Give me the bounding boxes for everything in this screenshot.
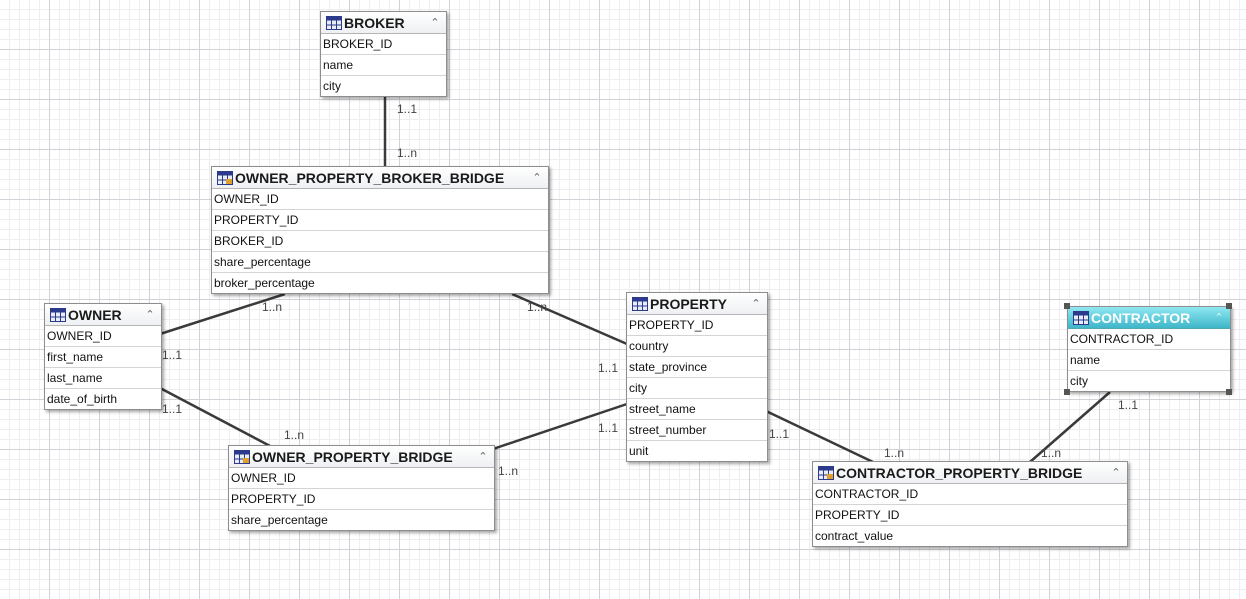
field-row[interactable]: OWNER_ID: [45, 326, 161, 347]
entity-header[interactable]: CONTRACTOR_PROPERTY_BRIDGE ⌃: [813, 462, 1127, 484]
cardinality-opb-property-side: 1..n: [498, 464, 519, 478]
resize-handle-top-left[interactable]: [1064, 303, 1070, 309]
field-row[interactable]: BROKER_ID: [212, 231, 548, 252]
entity-header[interactable]: OWNER_PROPERTY_BROKER_BRIDGE ⌃: [212, 167, 548, 189]
entity-header[interactable]: OWNER_PROPERTY_BRIDGE ⌃: [229, 446, 494, 468]
resize-handle-bottom-left[interactable]: [1064, 389, 1070, 395]
relationship-line-property-opb[interactable]: [486, 402, 628, 453]
field-row[interactable]: CONTRACTOR_ID: [1068, 329, 1230, 350]
field-row[interactable]: last_name: [45, 368, 161, 389]
field-row[interactable]: name: [1068, 350, 1230, 371]
resize-handle-bottom-right[interactable]: [1226, 389, 1232, 395]
entity-header[interactable]: BROKER ⌃: [321, 12, 446, 34]
cardinality-opbb-owner-side: 1..n: [262, 300, 283, 314]
entity-title: CONTRACTOR: [1091, 309, 1191, 326]
cardinality-cpb-contractor-side: 1..n: [1041, 446, 1062, 460]
relationship-line-contractor-cpb[interactable]: [1029, 391, 1111, 463]
table-icon: [632, 296, 648, 311]
entity-title: OWNER_PROPERTY_BRIDGE: [252, 448, 453, 465]
field-row[interactable]: date_of_birth: [47, 392, 118, 406]
relationship-line-owner-opbb[interactable]: [159, 292, 286, 336]
cardinality-opbb-property-side: 1..n: [527, 300, 548, 314]
field-row[interactable]: city: [1070, 374, 1088, 388]
table-icon: [1073, 310, 1089, 325]
cardinality-owner-side-opbb: 1..1: [162, 348, 183, 362]
collapse-icon[interactable]: ⌃: [1214, 312, 1224, 324]
field-row[interactable]: broker_percentage: [214, 276, 315, 290]
entity-title: PROPERTY: [650, 295, 728, 312]
collapse-icon[interactable]: ⌃: [430, 17, 440, 29]
entity-owner[interactable]: OWNER ⌃ OWNER_ID first_name last_name da…: [44, 303, 162, 410]
field-row[interactable]: contract_value: [815, 529, 894, 543]
field-row[interactable]: country: [627, 336, 767, 357]
cardinality-property-side-cpb: 1..1: [769, 427, 790, 441]
field-row[interactable]: BROKER_ID: [321, 34, 446, 55]
collapse-icon[interactable]: ⌃: [145, 309, 155, 321]
field-row[interactable]: PROPERTY_ID: [212, 210, 548, 231]
field-row[interactable]: street_name: [627, 399, 767, 420]
entity-property[interactable]: PROPERTY ⌃ PROPERTY_ID country state_pro…: [626, 292, 768, 462]
relationship-line-property-opbb[interactable]: [511, 292, 628, 346]
entity-title: OWNER_PROPERTY_BROKER_BRIDGE: [235, 169, 505, 186]
field-row[interactable]: PROPERTY_ID: [813, 505, 1127, 526]
field-row[interactable]: unit: [629, 444, 649, 458]
cardinality-property-side-opbb: 1..1: [598, 361, 619, 375]
cardinality-opbb-broker-side: 1..n: [397, 146, 418, 160]
table-icon: [818, 465, 834, 480]
cardinality-contractor-side: 1..1: [1118, 398, 1139, 412]
entity-contractor[interactable]: CONTRACTOR ⌃ CONTRACTOR_ID name city: [1067, 306, 1231, 392]
field-row[interactable]: OWNER_ID: [229, 468, 494, 489]
entity-broker[interactable]: BROKER ⌃ BROKER_ID name city: [320, 11, 447, 97]
entity-header[interactable]: OWNER ⌃: [45, 304, 161, 326]
field-row[interactable]: share_percentage: [231, 513, 328, 527]
table-icon: [50, 307, 66, 322]
relationship-line-property-cpb[interactable]: [765, 409, 874, 464]
cardinality-cpb-property-side: 1..n: [884, 446, 905, 460]
field-row[interactable]: street_number: [627, 420, 767, 441]
table-icon: [234, 449, 250, 464]
field-row[interactable]: state_province: [627, 357, 767, 378]
cardinality-property-side-opb: 1..1: [598, 421, 619, 435]
field-row[interactable]: share_percentage: [212, 252, 548, 273]
field-row[interactable]: city: [627, 378, 767, 399]
field-row[interactable]: CONTRACTOR_ID: [813, 484, 1127, 505]
resize-handle-top-right[interactable]: [1226, 303, 1232, 309]
table-icon: [217, 170, 233, 185]
entity-owner-property-broker-bridge[interactable]: OWNER_PROPERTY_BROKER_BRIDGE ⌃ OWNER_ID …: [211, 166, 549, 294]
field-row[interactable]: name: [321, 55, 446, 76]
collapse-icon[interactable]: ⌃: [478, 451, 488, 463]
entity-header[interactable]: CONTRACTOR ⌃: [1068, 307, 1230, 329]
entity-header[interactable]: PROPERTY ⌃: [627, 293, 767, 315]
collapse-icon[interactable]: ⌃: [751, 298, 761, 310]
relationship-line-owner-opb[interactable]: [159, 386, 271, 448]
entity-owner-property-bridge[interactable]: OWNER_PROPERTY_BRIDGE ⌃ OWNER_ID PROPERT…: [228, 445, 495, 531]
entity-title: CONTRACTOR_PROPERTY_BRIDGE: [836, 464, 1083, 481]
field-row[interactable]: PROPERTY_ID: [229, 489, 494, 510]
field-row[interactable]: first_name: [45, 347, 161, 368]
entity-title: BROKER: [344, 14, 405, 31]
entity-contractor-property-bridge[interactable]: CONTRACTOR_PROPERTY_BRIDGE ⌃ CONTRACTOR_…: [812, 461, 1128, 547]
entity-title: OWNER: [68, 306, 122, 323]
field-row[interactable]: city: [323, 79, 341, 93]
collapse-icon[interactable]: ⌃: [532, 172, 542, 184]
cardinality-broker-side: 1..1: [397, 102, 418, 116]
collapse-icon[interactable]: ⌃: [1111, 467, 1121, 479]
field-row[interactable]: PROPERTY_ID: [627, 315, 767, 336]
cardinality-opb-owner-side: 1..n: [284, 428, 305, 442]
cardinality-owner-side-opb: 1..1: [162, 402, 183, 416]
field-row[interactable]: OWNER_ID: [212, 189, 548, 210]
table-icon: [326, 15, 342, 30]
